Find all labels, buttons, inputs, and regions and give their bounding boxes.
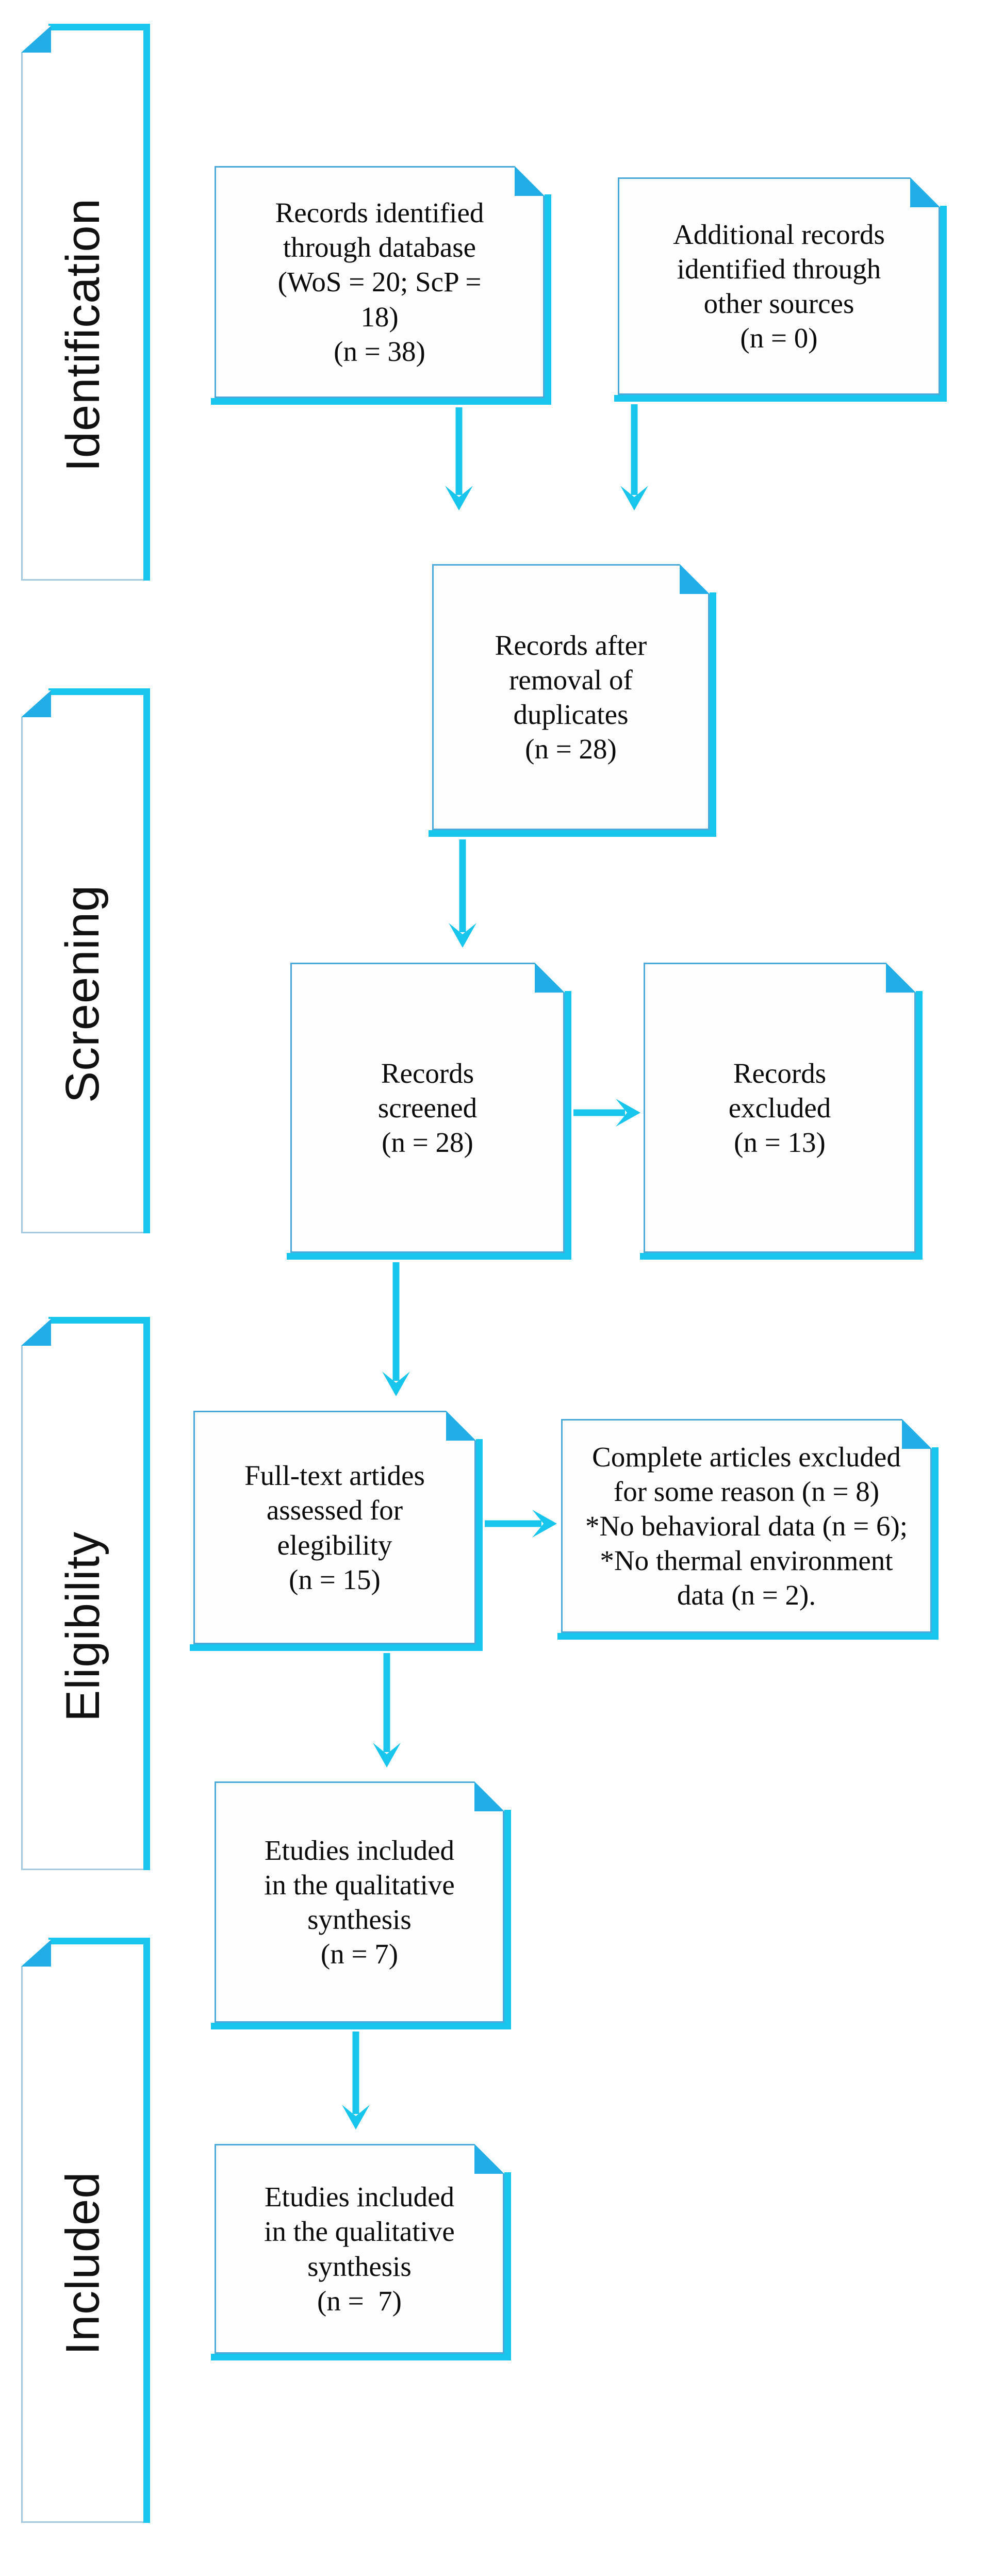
folded-corner-icon (515, 166, 545, 196)
box-studies-included-final: Etudies included in the qualitative synt… (211, 2144, 511, 2360)
box-studies-included-qualitative: Etudies included in the qualitative synt… (211, 1781, 511, 2029)
arrow-screened-to-excluded-icon (573, 1099, 640, 1127)
box-complete-articles-excluded-text: Complete articles excluded for some reas… (585, 1441, 908, 1611)
folded-corner-icon (910, 177, 940, 207)
arrow-additional-to-duplicates-icon (620, 404, 648, 510)
box-records-excluded: Records excluded (n = 13) (640, 963, 923, 1260)
box-records-identified: Records identified through database (WoS… (211, 166, 551, 405)
box-studies-included-final-text: Etudies included in the qualitative synt… (264, 2181, 455, 2317)
folded-corner-icon (446, 1411, 476, 1441)
box-studies-included-qualitative-text: Etudies included in the qualitative synt… (264, 1834, 455, 1970)
arrow-identified-to-duplicates-icon (445, 407, 473, 510)
folded-corner-icon (474, 1781, 504, 1811)
box-additional-records-text: Additional records identified through ot… (673, 218, 885, 354)
arrow-included-to-final-icon (342, 2032, 370, 2129)
stage-label-included: Included (56, 2171, 109, 2355)
box-records-screened-text: Records screened (n = 28) (377, 1057, 478, 1159)
arrow-fulltext-to-excluded-icon (485, 1510, 557, 1538)
box-records-identified-text: Records identified through database (WoS… (275, 197, 484, 367)
arrow-duplicates-to-screened-icon (449, 839, 476, 948)
box-additional-records: Additional records identified through ot… (614, 177, 947, 402)
stage-label-eligibility: Eligibility (56, 1531, 109, 1722)
folded-corner-icon (21, 690, 51, 717)
arrow-screened-to-fulltext-icon (382, 1262, 410, 1396)
box-records-screened: Records screened (n = 28) (287, 963, 571, 1260)
stage-box-identification: Identification (21, 24, 150, 581)
stage-box-included: Included (21, 1938, 150, 2523)
folded-corner-icon (886, 963, 916, 993)
folded-corner-icon (21, 1940, 51, 1967)
folded-corner-icon (474, 2144, 504, 2174)
arrow-fulltext-to-included-icon (373, 1653, 401, 1768)
folded-corner-icon (535, 963, 565, 993)
box-complete-articles-excluded: Complete articles excluded for some reas… (557, 1419, 939, 1640)
folded-corner-icon (21, 1319, 51, 1346)
box-records-excluded-text: Records excluded (n = 13) (728, 1057, 831, 1159)
box-fulltext-assessed: Full-text artides assessed for elegibili… (190, 1411, 483, 1651)
box-records-after-duplicates: Records after removal of duplicates (n =… (429, 564, 716, 837)
stage-label-identification: Identification (56, 198, 109, 472)
stage-label-screening: Screening (56, 884, 109, 1103)
box-fulltext-assessed-text: Full-text artides assessed for elegibili… (244, 1460, 425, 1595)
folded-corner-icon (902, 1419, 932, 1449)
folded-corner-icon (21, 26, 51, 53)
folded-corner-icon (680, 564, 710, 594)
stage-box-screening: Screening (21, 688, 150, 1233)
box-records-after-duplicates-text: Records after removal of duplicates (n =… (495, 629, 647, 765)
stage-box-eligibility: Eligibility (21, 1317, 150, 1870)
